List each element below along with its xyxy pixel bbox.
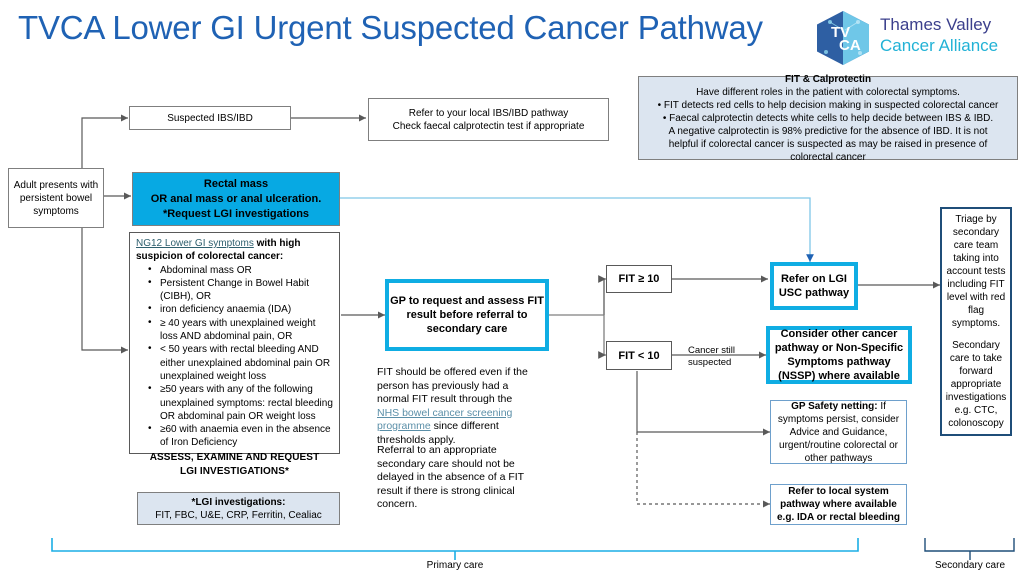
footer-secondary-care-label: Secondary care [925,560,1015,571]
node-suspected-ibs-ibd-label: Suspected IBS/IBD [167,112,253,124]
fit-calprotectin-line-1: Have different roles in the patient with… [696,86,960,98]
node-adult-presents-label: Adult presents with persistent bowel sym… [13,179,99,217]
note-fit-offered-part2: since different thresholds apply. [377,420,499,446]
list-item: Persistent Change in Bowel Habit (CIBH),… [148,276,333,304]
node-fit-high-label: FIT ≥ 10 [618,273,660,285]
node-refer-lgi-usc[interactable]: Refer on LGI USC pathway [770,262,858,310]
note-fit-offered: FIT should be offered even if the person… [377,366,535,447]
node-ng12-criteria[interactable]: NG12 Lower GI symptoms with high suspici… [129,232,340,477]
footer-primary-care-label: Primary care [395,560,515,571]
secondary-care-text: Secondary care [934,560,1006,571]
fit-calprotectin-info-box: FIT & Calprotectin Have different roles … [638,73,1018,163]
node-consider-other-pathway[interactable]: Consider other cancer pathway or Non-Spe… [766,326,912,384]
node-consider-other-pathway-label: Consider other cancer pathway or Non-Spe… [774,328,904,382]
node-gp-safety-netting-bold: GP Safety netting: [791,400,878,412]
list-item: iron deficiency anaemia (IDA) [148,302,333,316]
node-fit-low-label: FIT < 10 [618,349,660,362]
tvca-logo: TV CA Thames Valley Cancer Alliance [812,6,1018,68]
fit-calprotectin-line-5: helpful if colorectal cancer is suspecte… [668,138,988,150]
node-rectal-mass-line3: *Request LGI investigations [162,207,310,220]
ng12-link[interactable]: NG12 Lower GI symptoms [136,238,254,249]
ng12-footer-line1: ASSESS, EXAMINE AND REQUEST [149,451,320,463]
node-rectal-mass-line1: Rectal mass [203,177,269,190]
node-gp-safety-netting-rest: If symptoms persist, consider Advice and… [777,400,900,464]
fit-calprotectin-line-2: • FIT detects red cells to help decision… [657,99,999,111]
edge-label-cancer-still-suspected: Cancer still suspected [688,345,768,369]
lgi-investigations-body: FIT, FBC, U&E, CRP, Ferritin, Cealiac [155,509,322,521]
node-gp-request-fit[interactable]: GP to request and assess FIT result befo… [385,279,549,351]
node-lgi-investigations: *LGI investigations: FIT, FBC, U&E, CRP,… [137,492,340,525]
node-secondary-care-triage[interactable]: Triage by secondary care team taking int… [940,207,1012,436]
node-gp-safety-netting-text: GP Safety netting: If symptoms persist, … [775,400,902,465]
node-secondary-care-triage-para2: Secondary care to take forward appropria… [945,340,1007,429]
ng12-heading-rest: with high suspicion of colorectal cancer… [136,238,301,263]
node-gp-request-fit-label: GP to request and assess FIT result befo… [390,295,544,335]
fit-calprotectin-line-3: • Faecal calprotectin detects white cell… [662,112,994,124]
page-title: TVCA Lower GI Urgent Suspected Cancer Pa… [18,9,763,46]
node-rectal-mass-line2: OR anal mass or anal ulceration. [150,192,322,205]
node-gp-safety-netting[interactable]: GP Safety netting: If symptoms persist, … [770,400,907,464]
node-secondary-care-triage-para1: Triage by secondary care team taking int… [946,214,1006,329]
node-refer-local-system-label: Refer to local system pathway where avai… [777,486,900,523]
node-refer-local-system[interactable]: Refer to local system pathway where avai… [770,484,907,525]
fit-calprotectin-line-6: colorectal cancer [790,151,866,163]
logo-tv-text: TV [831,24,850,41]
lgi-investigations-title: *LGI investigations: [191,496,286,508]
logo-ca-text: CA [839,37,861,54]
fit-calprotectin-line-4: A negative calprotectin is 98% predictiv… [668,125,988,137]
ng12-footer-line2: LGI INVESTIGATIONS* [180,466,289,478]
node-fit-low[interactable]: FIT < 10 [606,341,672,370]
node-refer-local-ibs-ibd-line2: Check faecal calprotectin test if approp… [392,120,585,132]
tvca-hex-icon: TV CA [817,11,869,65]
list-item: ≥60 with anaemia even in the absence of … [148,422,333,450]
nhs-bowel-screening-link[interactable]: NHS bowel cancer screening programme [377,406,513,433]
primary-care-text: Primary care [426,560,484,571]
ng12-heading: NG12 Lower GI symptoms with high suspici… [136,237,333,264]
note-referral-not-delayed: Referral to an appropriate secondary car… [377,444,535,512]
node-rectal-mass[interactable]: Rectal mass OR anal mass or anal ulcerat… [132,172,340,226]
node-refer-local-ibs-ibd-line1: Refer to your local IBS/IBD pathway [408,107,569,119]
edge-label-text: Cancer still suspected [688,345,735,368]
ng12-bullet-list: Abdominal mass OR Persistent Change in B… [136,263,333,450]
note-referral-not-delayed-text: Referral to an appropriate secondary car… [377,444,524,510]
note-fit-offered-part1: FIT should be offered even if the person… [377,366,528,405]
node-adult-presents[interactable]: Adult presents with persistent bowel sym… [8,168,104,228]
node-suspected-ibs-ibd[interactable]: Suspected IBS/IBD [129,106,291,130]
node-refer-local-ibs-ibd[interactable]: Refer to your local IBS/IBD pathway Chec… [368,98,609,141]
list-item: < 50 years with rectal bleeding AND eith… [148,342,333,383]
list-item: ≥50 years with any of the following unex… [148,382,333,423]
list-item: Abdominal mass OR [148,263,333,277]
logo-line-1: Thames Valley [880,15,992,34]
node-fit-high[interactable]: FIT ≥ 10 [606,265,672,293]
fit-calprotectin-title: FIT & Calprotectin [784,73,872,85]
list-item: ≥ 40 years with unexplained weight loss … [148,316,333,344]
node-refer-lgi-usc-line1: Refer on LGI [780,273,847,285]
logo-wordmark: Thames Valley Cancer Alliance [880,14,1020,56]
logo-line-2: Cancer Alliance [880,36,999,55]
node-refer-lgi-usc-line2: USC pathway [778,287,850,299]
